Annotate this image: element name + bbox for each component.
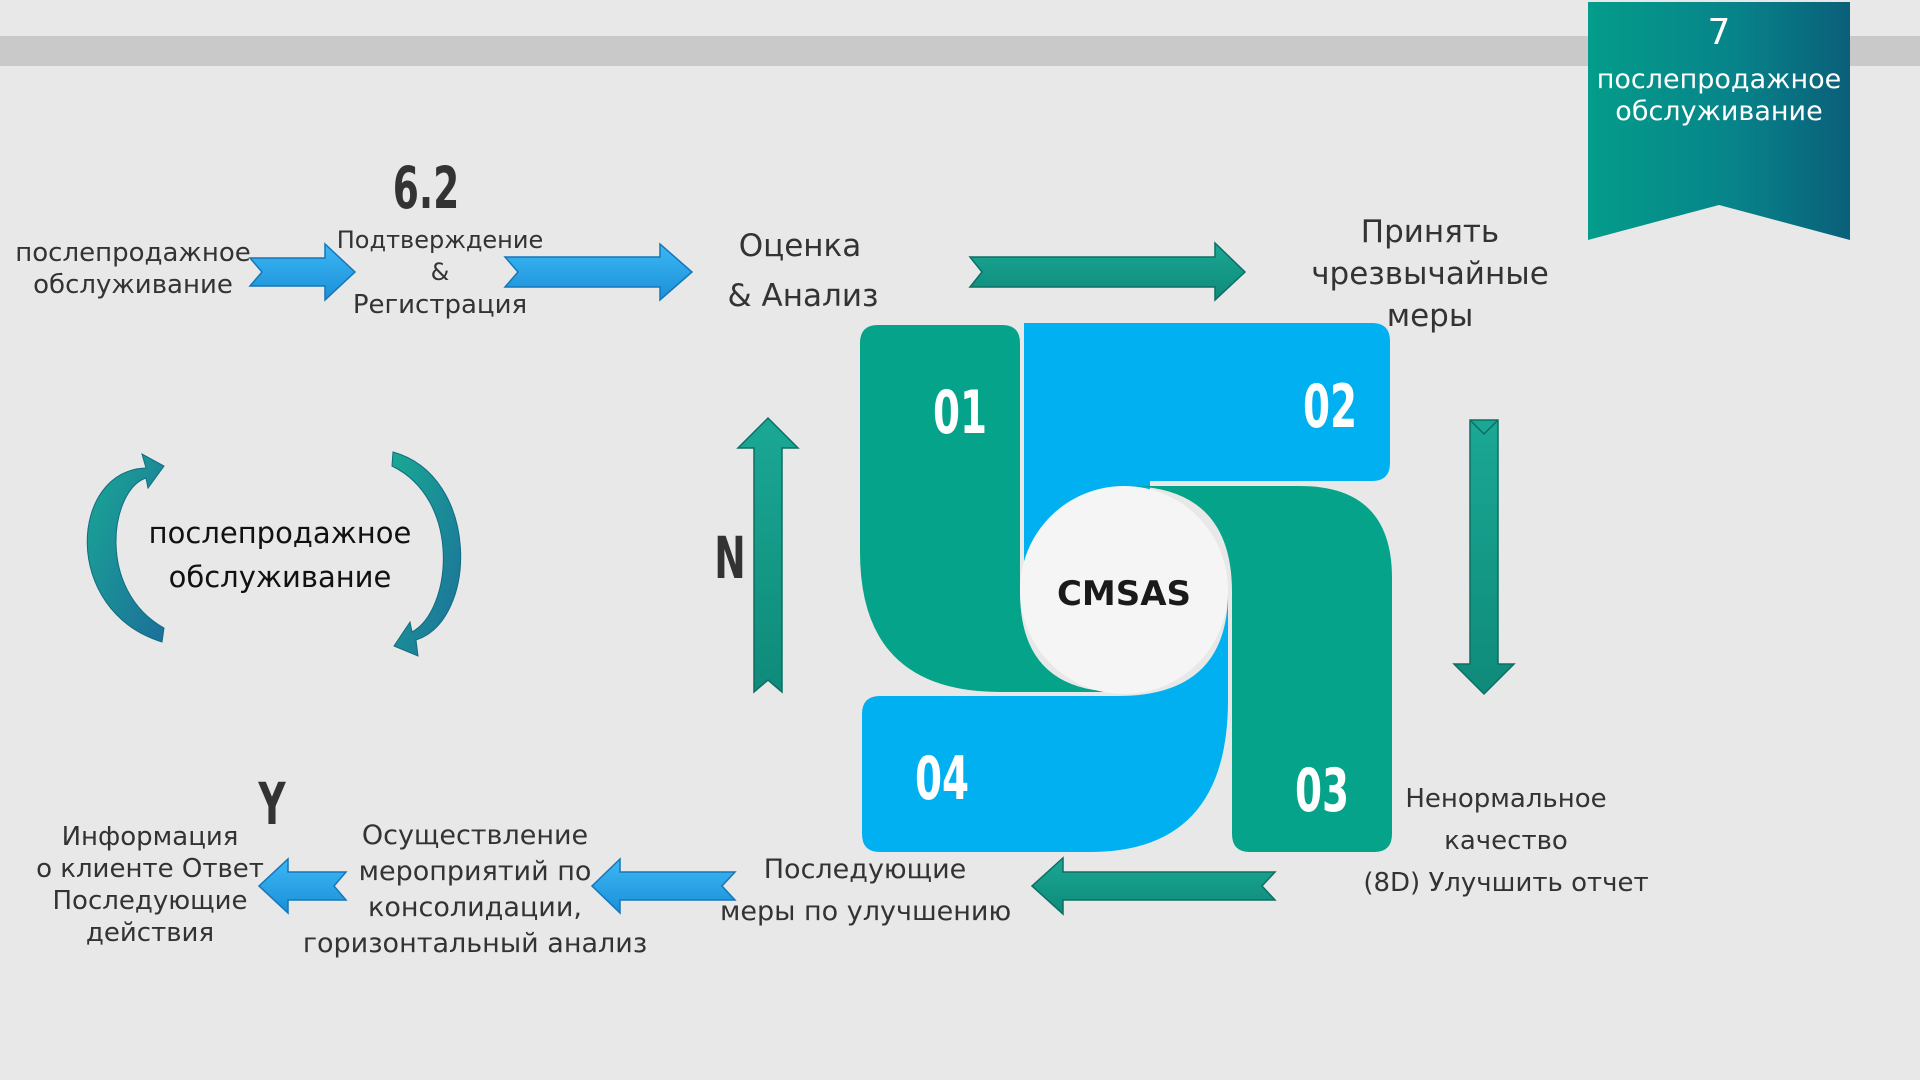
start-label-line1: послепродажное	[15, 238, 251, 268]
arrow-confirm-to-assess	[503, 242, 694, 302]
arrow-n-loop-up	[736, 416, 800, 694]
arrow-implement-to-info	[257, 857, 348, 915]
banner-number: 7	[1707, 12, 1731, 53]
implement-line4: горизонтальный анализ	[302, 928, 648, 959]
info-line4: действия	[85, 918, 215, 948]
info-line2: о клиенте Ответ	[36, 854, 264, 884]
cycle-arrow-right	[391, 451, 462, 657]
confirm-line1: Подтверждение	[336, 226, 544, 254]
center-circle	[1020, 486, 1228, 694]
quadrant-01-label: 01	[932, 378, 988, 448]
assess-line2: & Анализ	[727, 278, 879, 314]
arrow-emergency-to-abnormal	[1452, 419, 1516, 696]
cycle-label-line1: послепродажное	[148, 516, 412, 550]
quadrant-01	[860, 325, 1128, 692]
abnormal-line1: Ненормальное	[1405, 784, 1607, 814]
arrow-abnormal-to-followup	[1030, 856, 1277, 916]
quadrant-04	[862, 592, 1228, 852]
quadrant-03	[1126, 486, 1392, 852]
cycle-label-line2: обслуживание	[168, 560, 392, 594]
arrow-followup-to-implement	[590, 857, 737, 915]
decision-yes: Y	[258, 770, 286, 838]
info-line1: Информация	[61, 822, 239, 852]
confirm-line2: &	[430, 258, 450, 286]
emergency-line3: меры	[1386, 298, 1474, 334]
cycle-arrow-left	[86, 452, 165, 643]
quadrant-03-label: 03	[1294, 756, 1350, 826]
decision-no: N	[714, 524, 746, 592]
emergency-line1: Принять	[1360, 214, 1500, 250]
banner-line1: послепродажное	[1596, 64, 1842, 95]
assess-line1: Оценка	[738, 228, 862, 264]
arrow-start-to-confirm	[248, 242, 357, 302]
arrow-assess-to-emergency	[968, 241, 1247, 302]
abnormal-line3: (8D) Улучшить отчет	[1363, 868, 1649, 898]
confirm-line3: Регистрация	[352, 290, 528, 320]
followup-line2: меры по улучшению	[720, 896, 1012, 927]
banner-line2: обслуживание	[1615, 96, 1823, 127]
center-label: CMSAS	[1056, 574, 1192, 614]
step-number: 6.2	[392, 154, 460, 222]
start-label-line2: обслуживание	[33, 270, 233, 300]
abnormal-line2: качество	[1444, 826, 1568, 856]
section-banner	[1588, 2, 1850, 240]
implement-line3: консолидации,	[368, 892, 582, 923]
arrow-down-notch	[1469, 419, 1499, 436]
quadrant-02-label: 02	[1302, 372, 1358, 442]
implement-line2: мероприятий по	[358, 856, 592, 887]
emergency-line2: чрезвычайные	[1311, 256, 1549, 292]
info-line3: Последующие	[52, 886, 248, 916]
implement-line1: Осуществление	[361, 820, 589, 851]
followup-line1: Последующие	[763, 854, 967, 885]
quadrant-04-label: 04	[914, 744, 970, 814]
